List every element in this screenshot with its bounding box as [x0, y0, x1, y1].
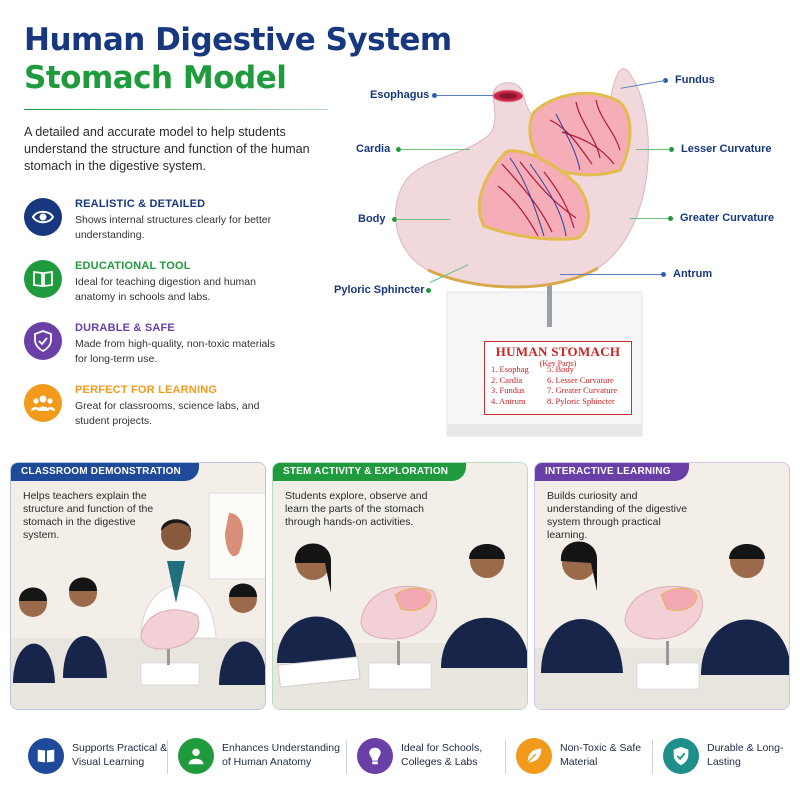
- benefit-text: Non-Toxic & Safe Material: [560, 742, 642, 768]
- panel-text: Helps teachers explain the structure and…: [23, 490, 154, 541]
- panel-text: Builds curiosity and understanding of th…: [547, 490, 688, 541]
- label-antrum: Antrum: [673, 268, 713, 280]
- leader-line: [396, 219, 450, 220]
- placard-item: 8. Pyloric Sphincter: [547, 395, 615, 406]
- label-fundus: Fundus: [675, 74, 715, 86]
- leader-dot: [396, 147, 401, 152]
- feature-heading: PERFECT FOR LEARNING: [75, 384, 218, 396]
- panel-classroom: CLASSROOM DEMONSTRATION Helps teachers e…: [10, 462, 266, 710]
- divider: [167, 740, 168, 774]
- feature-heading: DURABLE & SAFE: [75, 322, 175, 334]
- leader-dot: [426, 288, 431, 293]
- placard-item: 6. Lesser Curvature: [547, 374, 614, 385]
- placard-item: 5. Body: [547, 364, 574, 374]
- eye-icon: [24, 198, 62, 236]
- benefit-text: Enhances Understanding of Human Anatomy: [222, 742, 340, 768]
- placard-item: 4. Antrum: [491, 395, 526, 406]
- feature-text: Great for classrooms, science labs, and …: [75, 400, 260, 427]
- feature-learning: PERFECT FOR LEARNING Great for classroom…: [24, 384, 324, 438]
- panel-stem: STEM ACTIVITY & EXPLORATION Students exp…: [272, 462, 528, 710]
- leader-line: [400, 149, 470, 150]
- leader-dot: [661, 272, 666, 277]
- stem-activity-photo: [273, 463, 527, 709]
- group-icon: [24, 384, 62, 422]
- leader-line: [436, 95, 494, 96]
- leader-dot: [669, 147, 674, 152]
- shield-icon: [24, 322, 62, 360]
- leader-dot: [668, 216, 673, 221]
- feature-durable: DURABLE & SAFE Made from high-quality, n…: [24, 322, 324, 376]
- book-icon: [24, 260, 62, 298]
- leaf-icon: [516, 738, 552, 774]
- label-cardia: Cardia: [356, 143, 391, 155]
- leader-line: [636, 149, 670, 150]
- feature-text: Made from high-quality, non-toxic materi…: [75, 338, 275, 365]
- book-icon: [28, 738, 64, 774]
- placard-item: 3. Fundus: [491, 385, 525, 395]
- panel-tag: CLASSROOM DEMONSTRATION: [11, 463, 199, 481]
- interactive-learning-photo: [535, 463, 789, 709]
- benefit-text: Durable & Long-Lasting: [707, 742, 784, 768]
- benefits-bar: Supports Practical & Visual Learning Enh…: [0, 722, 800, 800]
- feature-text: Ideal for teaching digestion and human a…: [75, 276, 256, 303]
- label-pyloric-sphincter: Pyloric Sphincter: [334, 284, 425, 296]
- leader-line: [560, 274, 661, 275]
- feature-heading: REALISTIC & DETAILED: [75, 198, 206, 210]
- intro-text: A detailed and accurate model to help st…: [24, 125, 310, 173]
- leader-dot: [432, 93, 437, 98]
- stand-placard: HUMAN STOMACH (Key Parts) 1. Esophag 2. …: [484, 341, 632, 415]
- label-body: Body: [358, 213, 386, 225]
- divider: [346, 740, 347, 774]
- benefit-text: Supports Practical & Visual Learning: [72, 742, 168, 768]
- feature-realistic: REALISTIC & DETAILED Shows internal stru…: [24, 198, 324, 252]
- benefit-text: Ideal for Schools, Colleges & Labs: [401, 742, 483, 768]
- panel-text: Students explore, observe and learn the …: [285, 490, 428, 528]
- label-greater-curvature: Greater Curvature: [680, 212, 775, 224]
- placard-item: 1. Esophag: [491, 364, 529, 374]
- person-icon: [178, 738, 214, 774]
- feature-educational: EDUCATIONAL TOOL Ideal for teaching dige…: [24, 260, 324, 314]
- placard-subtitle: (Key Parts): [539, 359, 577, 368]
- placard-item: 2. Cardia: [491, 374, 523, 385]
- page-title: Human Digestive System: [24, 22, 452, 58]
- leader-line: [630, 218, 668, 219]
- placard-item: 7. Greater Curvature: [547, 385, 618, 395]
- feature-heading: EDUCATIONAL TOOL: [75, 260, 191, 272]
- page-subtitle: Stomach Model: [24, 60, 287, 96]
- divider: [652, 740, 653, 774]
- panel-tag: STEM ACTIVITY & EXPLORATION: [273, 463, 467, 481]
- divider: [505, 740, 506, 774]
- shield-check-icon: [663, 738, 699, 774]
- leader-dot: [663, 78, 668, 83]
- label-esophagus: Esophagus: [370, 89, 430, 101]
- panel-interactive: INTERACTIVE LEARNING Builds curiosity an…: [534, 462, 790, 710]
- label-lesser-curvature: Lesser Curvature: [681, 143, 772, 155]
- feature-text: Shows internal structures clearly for be…: [75, 214, 272, 241]
- lightbulb-icon: [357, 738, 393, 774]
- placard-title: HUMAN STOMACH: [495, 344, 621, 359]
- panel-tag: INTERACTIVE LEARNING: [535, 463, 689, 481]
- title-divider: [24, 109, 328, 110]
- leader-dot: [392, 217, 397, 222]
- classroom-photo: [11, 463, 265, 709]
